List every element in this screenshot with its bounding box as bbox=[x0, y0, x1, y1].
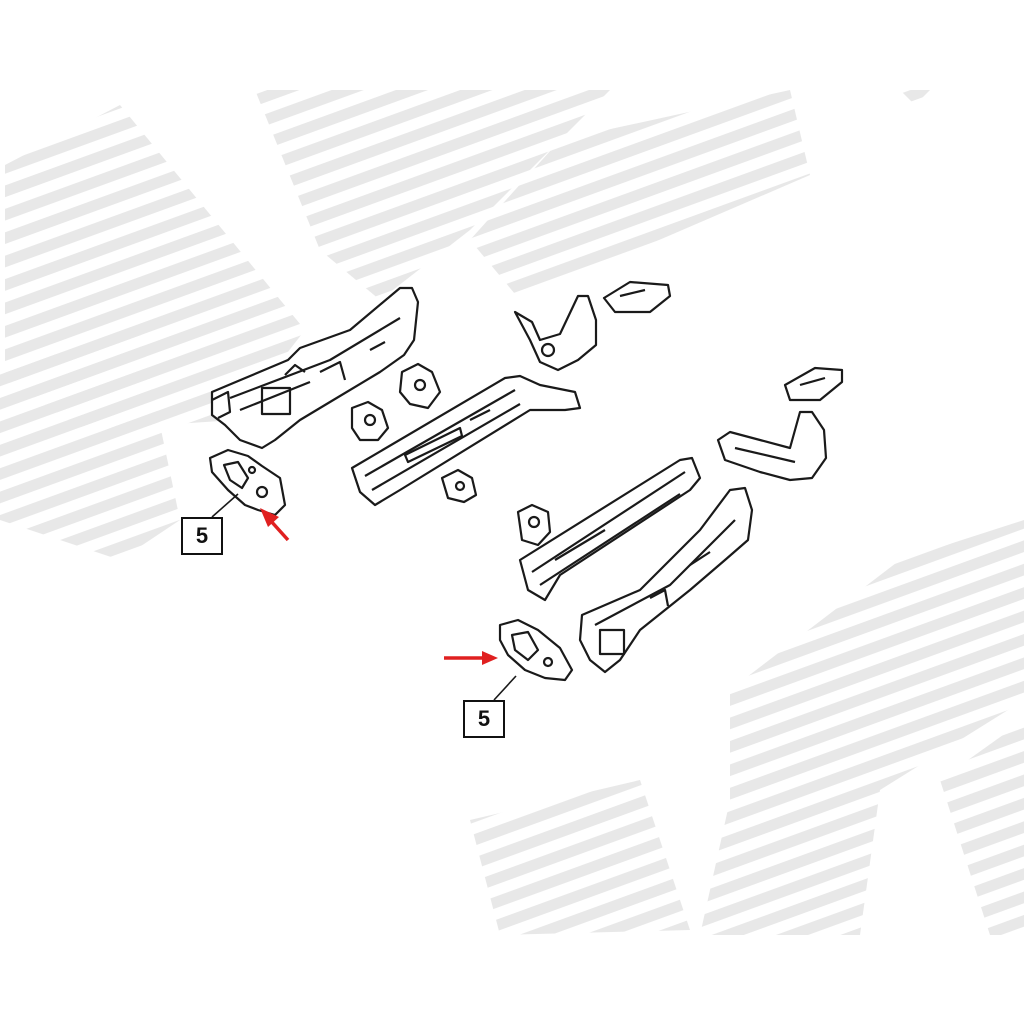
leader-line-2 bbox=[493, 675, 517, 701]
frame-rail-lower-right bbox=[578, 486, 754, 674]
long-rail-center bbox=[350, 374, 582, 507]
bracket-plate-left bbox=[208, 448, 287, 517]
bracket-plate-right bbox=[498, 618, 574, 682]
small-bracket-center-3 bbox=[440, 468, 478, 504]
leader-line-1 bbox=[211, 493, 239, 518]
pointer-arrow-icon bbox=[444, 651, 498, 665]
small-bracket-center-1 bbox=[350, 400, 390, 442]
watermark-logo-icon bbox=[0, 90, 1024, 935]
pointer-arrow-icon bbox=[260, 508, 290, 542]
frame-rail-upper-left bbox=[210, 286, 420, 450]
mount-bracket-right bbox=[716, 410, 828, 482]
mount-plate-right bbox=[783, 366, 844, 402]
small-bracket-lower bbox=[516, 503, 552, 547]
mount-bracket-upper bbox=[513, 294, 598, 372]
long-rail-lower bbox=[518, 456, 702, 602]
callout-label-2: 5 bbox=[463, 700, 505, 738]
mount-plate-upper bbox=[602, 280, 672, 314]
leader-lines bbox=[211, 493, 517, 701]
callout-label-1: 5 bbox=[181, 517, 223, 555]
small-bracket-center-2 bbox=[398, 362, 442, 410]
